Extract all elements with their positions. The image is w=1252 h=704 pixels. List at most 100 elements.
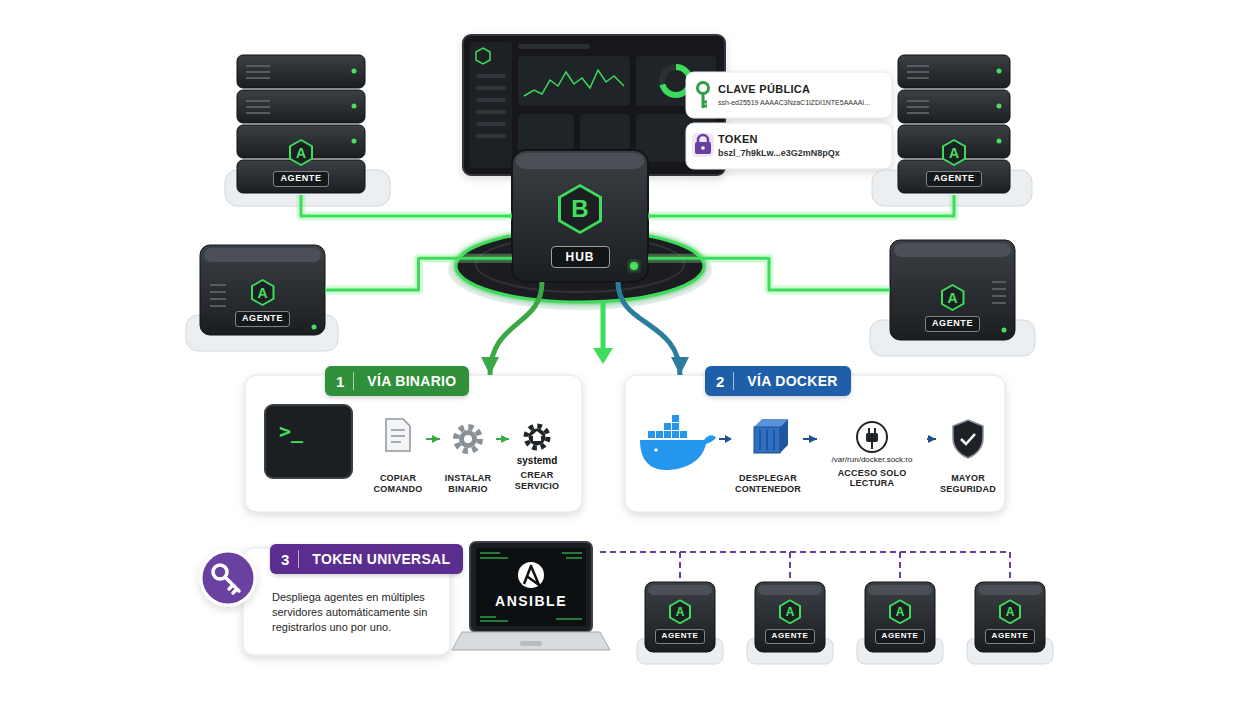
step-detail: /var/run/docker.sock:ro <box>817 455 927 465</box>
method-panel: 2VÍA DOCKERDESPLEGAR CONTENEDOR/var/run/… <box>625 375 1005 512</box>
laptop-label: ANSIBLE <box>462 593 600 609</box>
down-arrow <box>593 348 613 364</box>
step-label: ACCESO SOLO LECTURA <box>817 468 927 490</box>
panel-title: VÍA DOCKER <box>734 374 850 388</box>
laptop <box>470 542 592 632</box>
dashboard-monitor <box>476 122 506 126</box>
agent-label: AGENTE <box>926 171 981 187</box>
process-step: /var/run/docker.sock:roACCESO SOLO LECTU… <box>817 415 927 503</box>
connector-line <box>648 195 954 216</box>
panel-token <box>201 551 255 605</box>
ansible-laptop: ANSIBLE <box>462 540 600 652</box>
connector <box>600 552 1010 582</box>
credential-card: CLAVE PÚBLICAssh-ed25519 AAAAC3NzaC1lZDI… <box>718 72 890 118</box>
agent-server <box>890 240 1015 340</box>
step-label: CREAR SERVICIO <box>509 470 565 492</box>
dashboard-monitor <box>518 56 630 106</box>
hub-body <box>630 262 638 270</box>
agent-server <box>747 582 833 664</box>
connector <box>496 439 509 440</box>
agent-server <box>637 582 723 664</box>
panel-binary <box>456 427 480 451</box>
hub-label: HUB <box>551 246 610 268</box>
hex-letter: B <box>561 187 599 231</box>
connector-line <box>490 282 542 375</box>
agent-server <box>978 585 1042 595</box>
panel-docker <box>672 431 679 438</box>
panel-binary <box>459 430 477 448</box>
hex-badge: B <box>558 184 602 234</box>
agent-server <box>997 139 1002 144</box>
card-title: TOKEN <box>718 133 890 145</box>
dashboard-monitor <box>636 114 716 162</box>
dashboard-monitor <box>476 134 506 138</box>
agent-server <box>868 585 932 595</box>
panel-binary <box>529 429 546 446</box>
dashboard-monitor <box>476 48 490 64</box>
public-key-card <box>703 94 707 108</box>
process-step: COPIAR COMANDO <box>370 415 426 503</box>
hub-body <box>512 150 648 282</box>
terminal-icon: >_ <box>265 405 352 478</box>
step-label: MAYOR SEGURIDAD <box>936 473 1000 495</box>
dashboard-monitor <box>524 70 624 96</box>
agent-server <box>225 55 390 206</box>
panel-docker <box>672 415 679 422</box>
hex-letter: A <box>253 281 273 304</box>
connector <box>648 195 954 216</box>
public-key-card <box>686 72 892 118</box>
laptop <box>476 548 586 626</box>
panel-title: TOKEN UNIVERSAL <box>299 552 463 566</box>
hex-badge: A <box>942 139 966 166</box>
connector <box>301 195 512 216</box>
agent-label: AGENTE <box>925 316 980 332</box>
card-value: ssh-ed25519 AAAAC3NzaC1lZDI1NTE5AAAAI... <box>718 99 890 107</box>
panel-docker <box>664 431 671 438</box>
panel-docker <box>654 448 658 452</box>
agent-server: A AGENTE <box>890 240 1015 340</box>
connector <box>648 258 890 290</box>
agent-server <box>186 245 338 351</box>
agent-server: A AGENTE <box>898 55 1010 195</box>
connector-glow <box>648 258 890 290</box>
hex-letter: A <box>1001 601 1019 622</box>
agent-server <box>758 585 822 595</box>
agent-server: A AGENTE <box>200 245 325 335</box>
agent-server <box>645 582 715 652</box>
connector-line <box>600 552 900 582</box>
agent-label: AGENTE <box>875 629 926 644</box>
laptop <box>524 566 539 585</box>
agent-server: A AGENTE <box>865 582 935 652</box>
agent-server <box>857 582 943 664</box>
hub-box: B HUB <box>512 150 648 282</box>
dashboard-monitor <box>476 98 506 102</box>
down-arrow <box>601 304 606 350</box>
hub-body <box>512 150 648 282</box>
panel-docker <box>664 423 671 430</box>
connector <box>927 439 936 440</box>
connector <box>618 282 680 375</box>
panel-docker <box>656 431 663 438</box>
step-number: 2 <box>705 372 734 390</box>
panel-docker <box>672 423 679 430</box>
connector-line <box>803 438 817 440</box>
connector-line <box>618 282 680 375</box>
dashboard-monitor <box>476 110 506 114</box>
connector <box>325 258 512 290</box>
panel-description: Despliega agentes en múltiples servidore… <box>272 590 440 636</box>
panel-title: VÍA BINARIO <box>354 374 469 388</box>
laptop <box>452 542 610 650</box>
agent-server: AAGENTE <box>755 582 825 652</box>
step-label: COPIAR COMANDO <box>370 473 426 495</box>
agent-server <box>872 55 1032 206</box>
hub-body <box>516 153 644 169</box>
hex-badge: A <box>889 599 911 624</box>
process-step: MAYOR SEGURIDAD <box>936 415 1000 503</box>
header-pill: 3TOKEN UNIVERSAL <box>270 544 463 574</box>
hex-badge: A <box>941 284 965 311</box>
agent-label: AGENTE <box>235 311 290 327</box>
header-pill: 2VÍA DOCKER <box>705 366 851 396</box>
agent-server <box>352 104 357 109</box>
agent-server <box>997 69 1002 74</box>
